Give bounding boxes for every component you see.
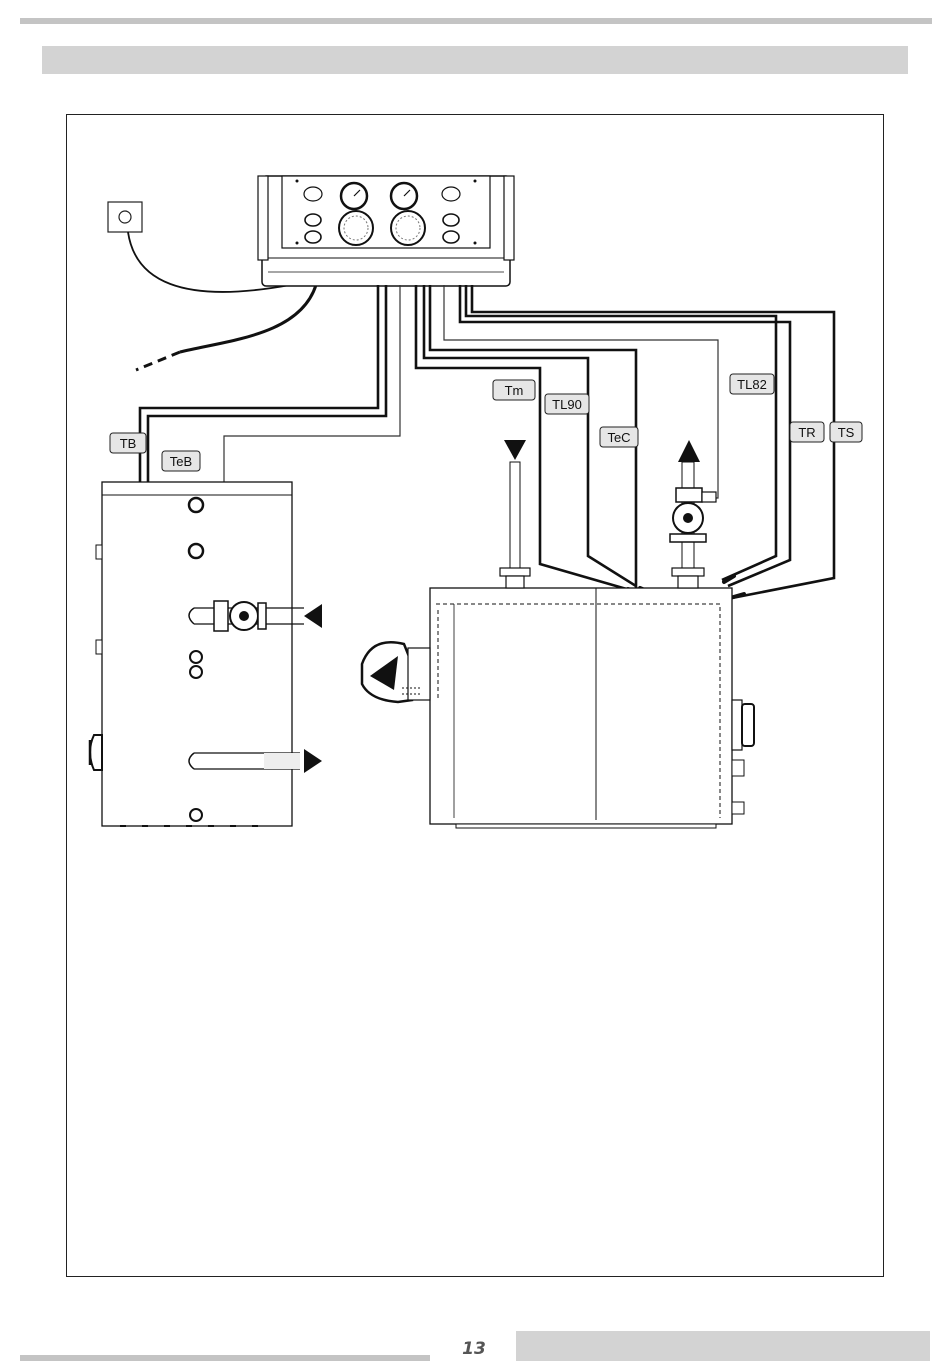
svg-text:TL90: TL90 [552,397,582,412]
label-ts: TS [830,422,862,442]
wire-tm [416,285,630,590]
label-tec: TeC [600,427,638,447]
flow-arrow-icon [678,440,700,462]
burner-icon [362,642,430,702]
footer-band [516,1331,930,1361]
page-number: 13 [452,1339,496,1359]
label-tl90: TL90 [545,394,589,414]
flow-arrow-icon [304,604,322,628]
svg-text:TS: TS [838,425,855,440]
svg-text:TeC: TeC [607,430,630,445]
svg-text:Tm: Tm [505,383,524,398]
mains-cable-dashed [136,352,180,370]
dhw-cylinder-icon [90,482,304,826]
label-tr: TR [790,422,824,442]
label-tl82: TL82 [730,374,774,394]
circulation-pump-icon [670,488,716,542]
boiler-icon [430,462,754,828]
label-teb: TeB [162,451,200,471]
flow-arrow-icon [504,440,526,460]
circulation-pump-icon [214,601,266,631]
svg-text:TR: TR [798,425,815,440]
mains-cable [180,285,316,352]
svg-text:TeB: TeB [170,454,192,469]
svg-text:TL82: TL82 [737,377,767,392]
control-panel-icon [258,176,514,286]
wire-ts [472,285,834,598]
footer-rule [20,1355,430,1361]
flow-arrow-icon [304,749,322,773]
label-tb: TB [110,433,146,453]
svg-text:TB: TB [120,436,137,451]
label-tm: Tm [493,380,535,400]
power-socket-icon [108,202,142,232]
